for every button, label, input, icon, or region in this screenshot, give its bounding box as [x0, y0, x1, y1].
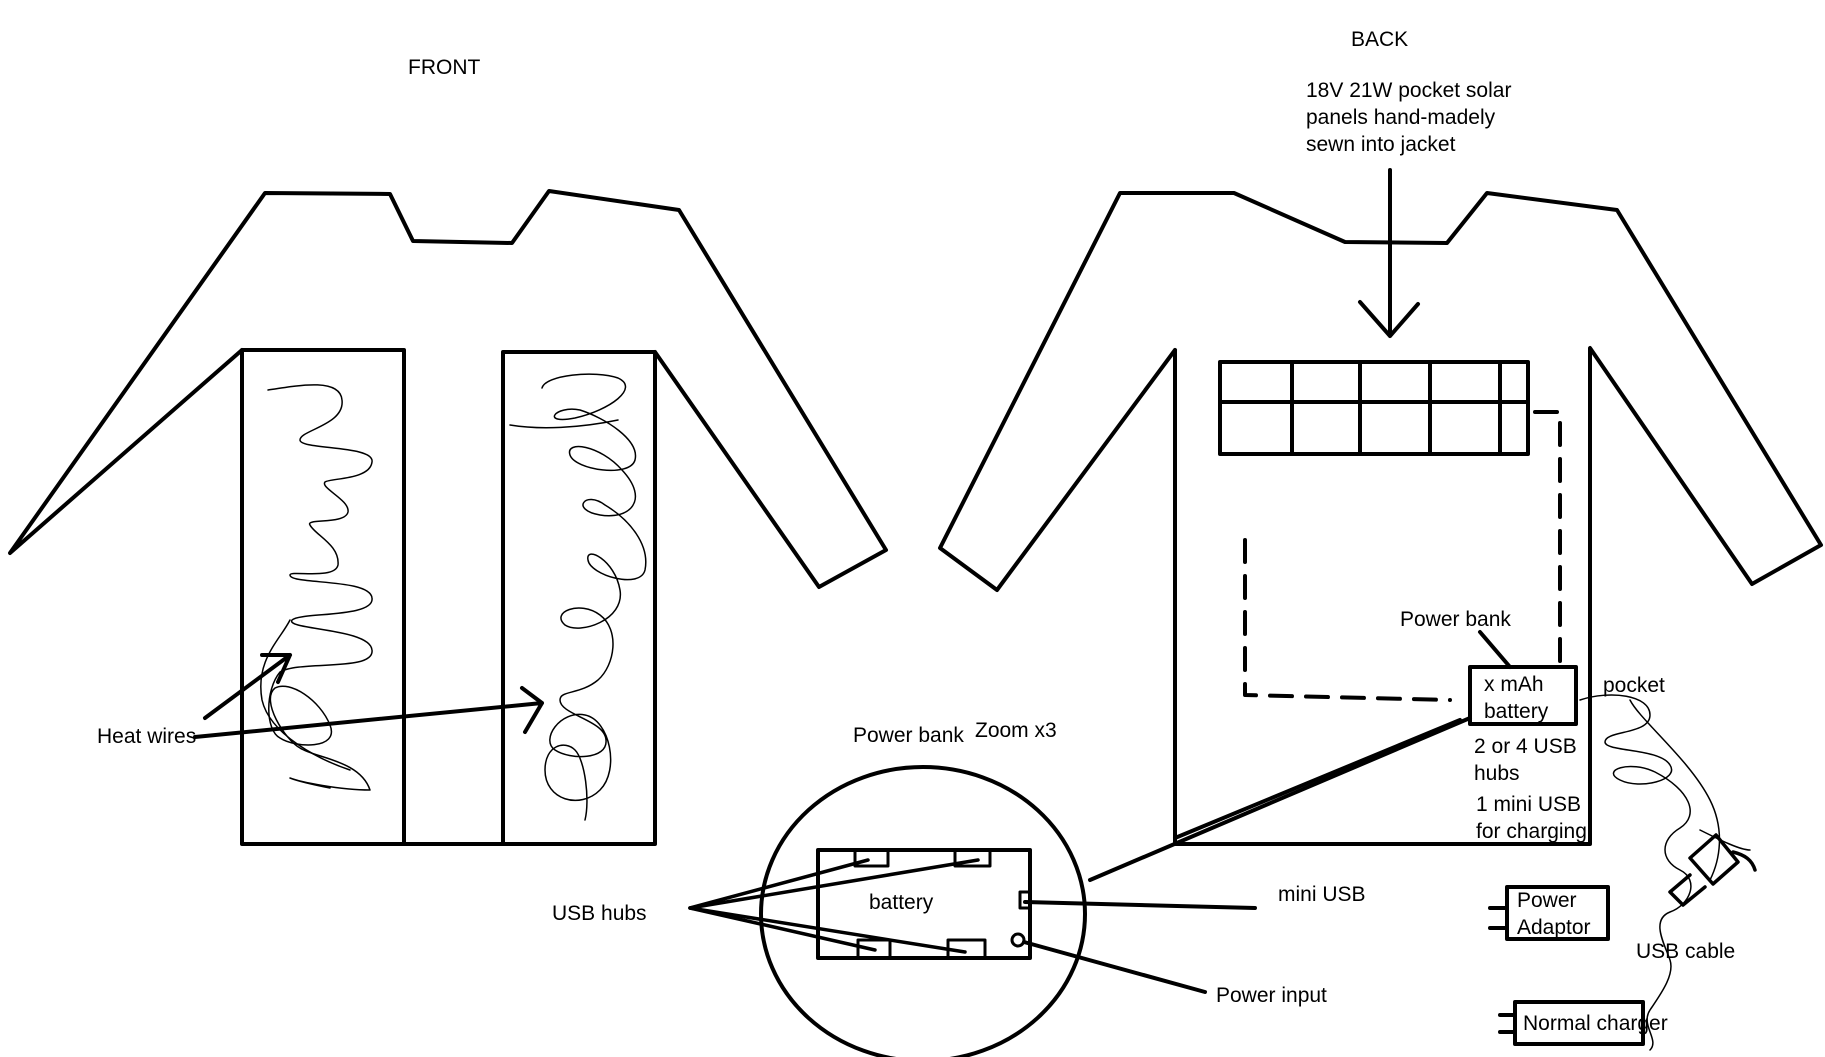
mini-usb-charging-label: 1 mini USB for charging	[1476, 793, 1587, 843]
zoom-label: Zoom x3	[975, 719, 1057, 742]
front-jacket-outline	[10, 191, 886, 844]
normal-charger-prongs	[1500, 1015, 1515, 1032]
heat-wire-squiggle-left	[261, 385, 372, 790]
usb-hubs-label: USB hubs	[552, 902, 647, 925]
usb-cable-squiggle	[1580, 695, 1750, 1050]
mini-usb-label: mini USB	[1278, 883, 1366, 906]
solar-arrow	[1360, 170, 1418, 336]
battery-box-label: x mAh battery	[1484, 673, 1549, 723]
usb-plug-icon	[1670, 835, 1755, 905]
mini-usb-pointer	[1025, 902, 1255, 908]
power-bank-box	[1470, 667, 1576, 724]
power-bank-pointer	[1480, 632, 1510, 667]
zoom-circle	[761, 767, 1085, 1057]
pocket-label: pocket	[1603, 674, 1665, 697]
usb-cable-label: USB cable	[1636, 940, 1736, 963]
normal-charger-box	[1515, 1002, 1643, 1044]
back-jacket-outline	[940, 193, 1821, 844]
power-input-pointer	[1024, 942, 1205, 992]
power-bank-back-label: Power bank	[1400, 608, 1511, 631]
usb-hubs-pointers	[690, 860, 978, 952]
power-adaptor-label: Power Adaptor	[1517, 889, 1591, 939]
hub-count-label: 2 or 4 USB hubs	[1474, 735, 1577, 785]
zoom-line-bottom	[1175, 720, 1460, 838]
solar-panel-grid	[1220, 362, 1528, 454]
normal-charger-label: Normal charger	[1523, 1012, 1668, 1035]
heat-wires-arrow-2	[195, 688, 542, 737]
back-label: BACK	[1351, 28, 1409, 51]
power-adaptor-prongs	[1490, 908, 1507, 928]
heat-wire-squiggle-right	[510, 374, 646, 820]
power-input-label: Power input	[1216, 984, 1327, 1007]
zoom-usb-ports	[855, 850, 1030, 958]
heat-wires-arrow-1	[205, 655, 290, 718]
heat-wires-label: Heat wires	[97, 725, 197, 748]
power-bank-zoom-label: Power bank	[853, 724, 964, 747]
solar-panels-label: 18V 21W pocket solar panels hand-madely …	[1306, 79, 1512, 156]
battery-label: battery	[869, 891, 934, 914]
zoom-line-top	[1090, 718, 1470, 880]
front-label: FRONT	[408, 56, 481, 79]
dashed-pocket-outline	[1245, 412, 1560, 700]
power-adaptor-box	[1507, 887, 1608, 939]
